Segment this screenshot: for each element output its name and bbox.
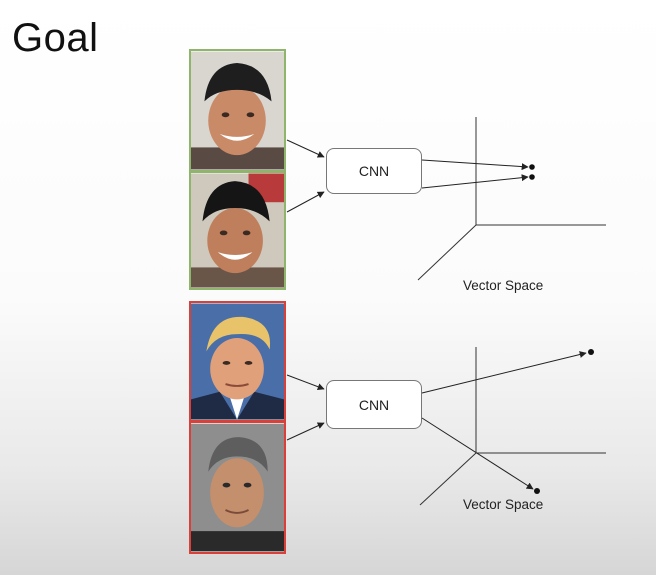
face-illustration [191, 173, 284, 288]
arrow-face3-to-cnn-bottom [286, 374, 325, 391]
vector-space-axes-bottom [419, 347, 606, 506]
arrow-cnn-bottom-to-point-2 [421, 417, 534, 490]
face-illustration [191, 423, 284, 552]
arrow-face4-to-cnn-bottom [286, 422, 325, 441]
face-illustration [191, 303, 284, 420]
face-photo-blond-hair [189, 301, 286, 422]
embedding-point [588, 349, 594, 355]
arrow-cnn-top-to-point-1 [421, 159, 529, 171]
arrow-cnn-bottom-to-point-1 [421, 351, 587, 394]
arrow-cnn-top-to-point-2 [421, 174, 529, 189]
arrow-face2-to-cnn-top [286, 191, 325, 213]
vector-space-label-top: Vector Space [463, 278, 544, 293]
embedding-point [529, 174, 535, 180]
embedding-point [529, 164, 535, 170]
vector-space-axes-top [417, 117, 606, 281]
face-photo-beanie-top [189, 49, 286, 172]
cnn-box-bottom: CNN [326, 380, 422, 429]
arrow-face1-to-cnn-top [286, 139, 325, 158]
face-photo-gray-hair [189, 421, 286, 554]
cnn-box-top: CNN [326, 148, 422, 194]
embedding-point [534, 488, 540, 494]
face-illustration [191, 51, 284, 170]
vector-space-label-bottom: Vector Space [463, 497, 544, 512]
slide-title: Goal [12, 16, 99, 60]
face-photo-beanie-bottom [189, 171, 286, 290]
